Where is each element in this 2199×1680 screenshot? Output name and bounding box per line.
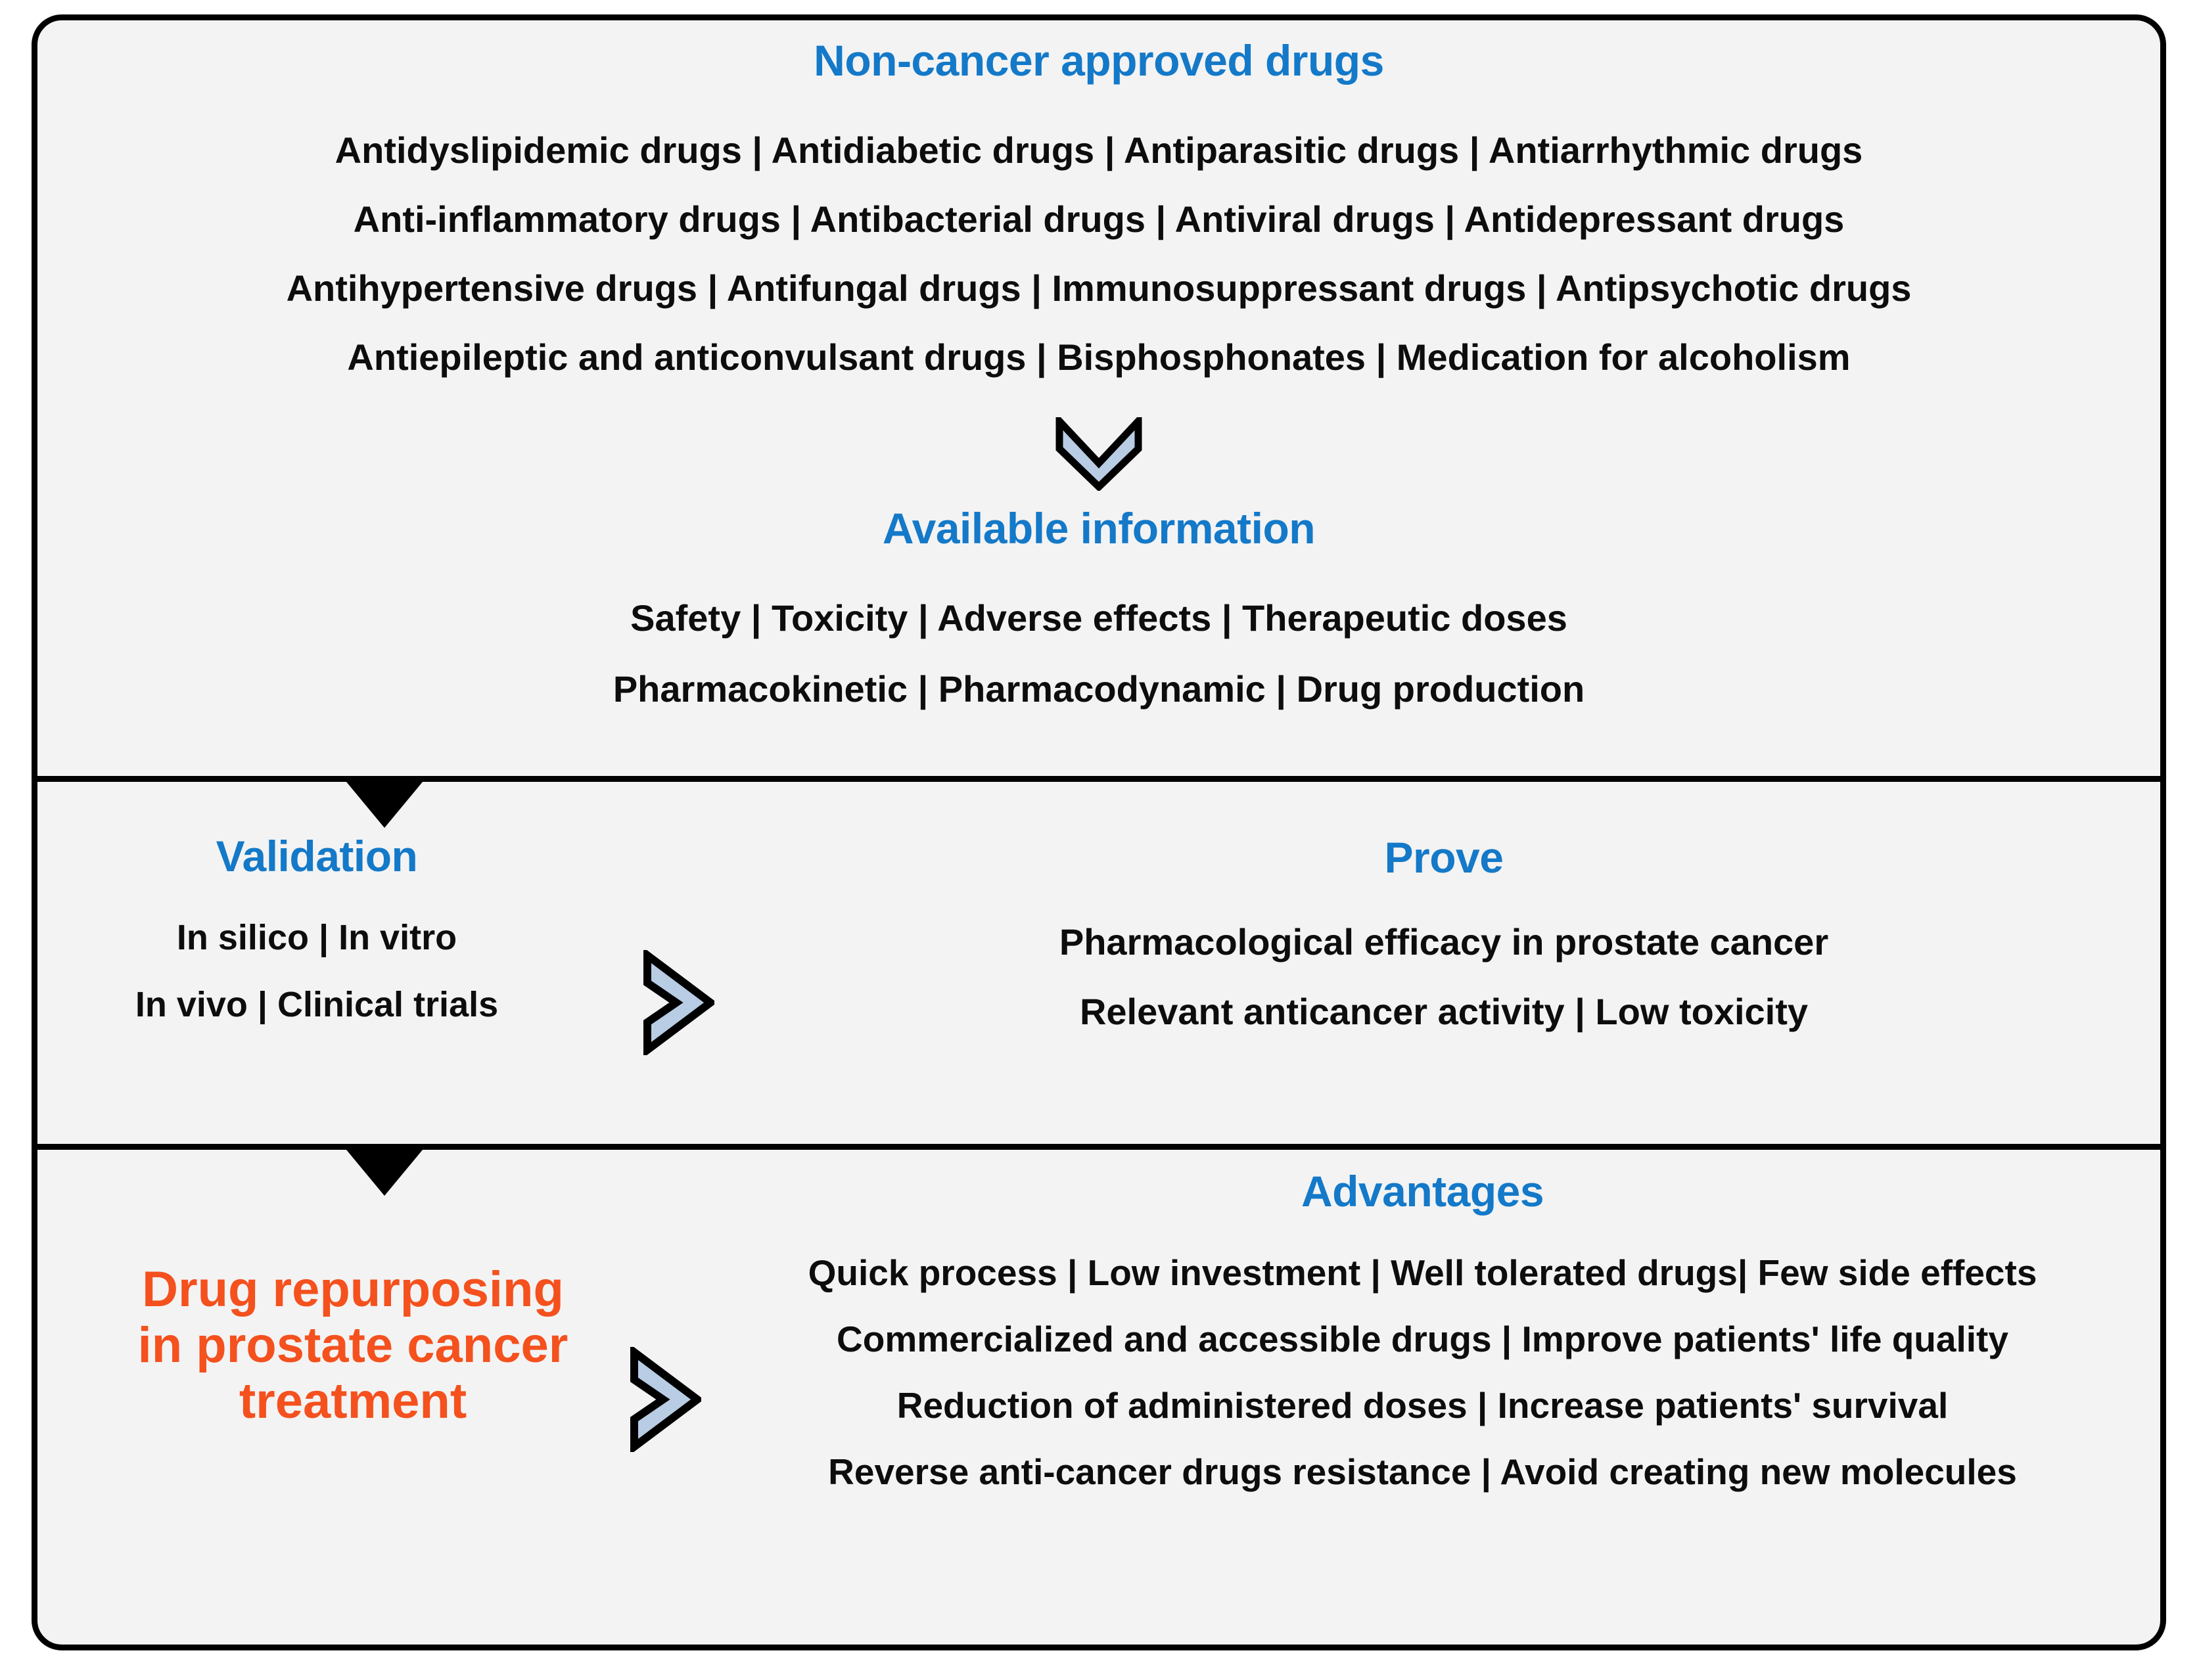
drug-category-line: Antiepileptic and anticonvulsant drugs |… — [347, 336, 1851, 378]
prove-block: Prove Pharmacological efficacy in prosta… — [800, 836, 2088, 1063]
drug-category-list: Antidyslipidemic drugs | Antidiabetic dr… — [37, 132, 2160, 408]
chevron-right-connector-validation — [642, 950, 714, 1055]
drug-category-line: Antihypertensive drugs | Antifungal drug… — [286, 267, 1912, 309]
chevron-down-icon — [1055, 417, 1142, 491]
section-validation-prove: Validation In silico | In vitro In vivo … — [37, 776, 2160, 1144]
validation-title: Validation — [216, 832, 418, 880]
advantage-line: Quick process | Low investment | Well to… — [808, 1252, 2037, 1293]
validation-block: Validation In silico | In vitro In vivo … — [87, 834, 547, 1054]
advantages-title: Advantages — [1301, 1167, 1544, 1215]
section-drug-repurposing-advantages: Drug repurposing in prostate cancer trea… — [37, 1144, 2160, 1639]
available-information-list: Safety | Toxicity | Adverse effects | Th… — [37, 600, 2160, 742]
chevron-down-connector — [37, 417, 2160, 491]
available-information-heading-wrap: Available information — [37, 507, 2160, 550]
advantage-line: Commercialized and accessible drugs | Im… — [837, 1319, 2008, 1359]
focus-line: Drug repurposing — [142, 1261, 564, 1317]
available-information-line: Safety | Toxicity | Adverse effects | Th… — [630, 597, 1567, 639]
focus-line: in prostate cancer — [137, 1317, 568, 1374]
focus-line: treatment — [239, 1373, 467, 1430]
drug-category-line: Anti-inflammatory drugs | Antibacterial … — [353, 198, 1845, 240]
chevron-right-icon — [630, 1347, 701, 1452]
section1-heading-wrap: Non-cancer approved drugs — [37, 39, 2160, 82]
advantages-block: Advantages Quick process | Low investmen… — [705, 1169, 2141, 1520]
available-information-line: Pharmacokinetic | Pharmacodynamic | Drug… — [613, 668, 1585, 710]
available-information-title: Available information — [882, 504, 1316, 553]
advantage-line: Reverse anti-cancer drugs resistance | A… — [828, 1451, 2017, 1492]
advantage-line: Reduction of administered doses | Increa… — [896, 1385, 1949, 1426]
section-non-cancer-approved-drugs: Non-cancer approved drugs Antidyslipidem… — [37, 20, 2160, 776]
prove-line: Pharmacological efficacy in prostate can… — [1059, 921, 1829, 963]
divider-down-triangle-icon — [346, 1150, 423, 1196]
non-cancer-approved-drugs-title: Non-cancer approved drugs — [814, 36, 1384, 85]
validation-line: In silico | In vitro — [176, 918, 457, 957]
prove-line: Relevant anticancer activity | Low toxic… — [1079, 991, 1809, 1032]
flowchart-container: Non-cancer approved drugs Antidyslipidem… — [32, 14, 2166, 1650]
divider-down-triangle-icon — [346, 782, 423, 828]
validation-line: In vivo | Clinical trials — [135, 985, 499, 1024]
prove-title: Prove — [1384, 833, 1504, 882]
chevron-right-icon — [643, 950, 714, 1055]
drug-repurposing-focus-block: Drug repurposing in prostate cancer trea… — [77, 1261, 629, 1429]
chevron-right-connector-advantages — [629, 1347, 701, 1452]
drug-category-line: Antidyslipidemic drugs | Antidiabetic dr… — [335, 129, 1863, 171]
